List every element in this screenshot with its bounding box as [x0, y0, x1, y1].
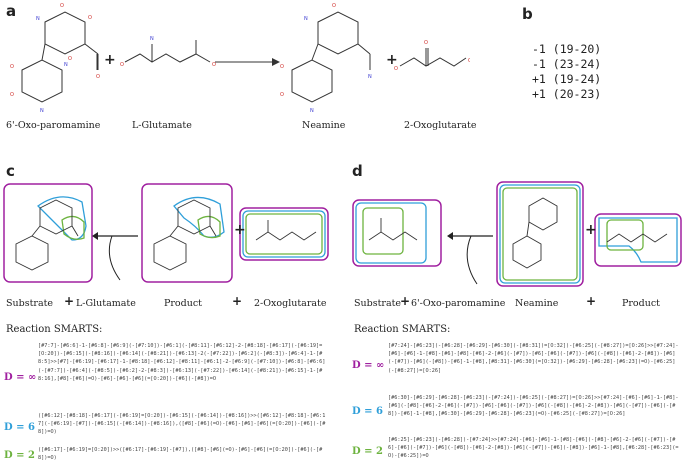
svg-text:N: N [64, 62, 68, 68]
coproduct-box-d [594, 213, 682, 267]
coproduct-box-c [239, 207, 329, 261]
smarts-d6-d: [#6:30]-[#6:29]-[#6:28]-[#6:23](-[#7:24]… [388, 395, 679, 418]
svg-text:N: N [36, 16, 40, 22]
svg-text:O: O [10, 92, 14, 98]
label-l-glutamate: L-Glutamate [132, 120, 192, 131]
bond-change-line: +1 (20-23) [532, 87, 602, 101]
plus-c1: + [234, 222, 246, 238]
label-6-oxo-paromamine: 6'-Oxo-paromamine [6, 120, 101, 131]
substrate-box-d [352, 199, 442, 267]
svg-text:N: N [40, 108, 44, 114]
d2-label-c: D = 2 [4, 450, 35, 461]
plus-c3: + [232, 294, 243, 308]
reaction-arrow-head [272, 58, 280, 66]
plus-a1: + [104, 52, 116, 68]
d-inf-label-c: D = ∞ [4, 372, 37, 383]
plus-a2: + [386, 52, 398, 68]
bond-change-line: +1 (19-24) [532, 72, 602, 86]
label-coproduct-c: 2-Oxoglutarate [254, 298, 327, 309]
svg-text:O: O [10, 64, 14, 70]
svg-text:O: O [88, 15, 92, 21]
panel-letter-a: a [6, 2, 17, 20]
svg-text:O: O [68, 56, 72, 62]
svg-text:N: N [150, 36, 154, 42]
label-substrate-c: Substrate [6, 298, 54, 309]
label-neamine: Neamine [302, 120, 346, 131]
smarts-d-inf-c: [#7:7]-[#6:6]-1-[#6:8]-[#6:9](-[#7:10])-… [38, 343, 326, 382]
sugar-ring-a1 [44, 11, 86, 55]
plus-d3: + [586, 294, 597, 308]
smarts-d2-d: [#6:25]-[#6:23](-[#6:28])-[#7:24]>>[#7:2… [388, 437, 679, 460]
panel-d-structures [352, 181, 682, 287]
svg-text:O: O [332, 3, 336, 9]
svg-text:O: O [96, 74, 100, 80]
svg-text:N: N [310, 108, 314, 114]
smarts-d2-c: ([#6:17]-[#6:19]=[O:20])>>([#6:17]-[#6:1… [38, 447, 323, 462]
plus-d2: + [400, 294, 411, 308]
d6-region-c [37, 196, 87, 241]
svg-text:O: O [212, 62, 216, 68]
smarts-title-d: Reaction SMARTS: [354, 324, 451, 335]
svg-text:N: N [304, 16, 308, 22]
svg-text:O: O [424, 40, 428, 46]
d2-region-c [61, 215, 85, 240]
cyclohexane-ring-a1 [21, 59, 63, 103]
product-box-c [141, 183, 233, 283]
glutamate-chain [124, 53, 211, 63]
svg-text:O: O [394, 66, 398, 72]
label-substrate-d: Substrate [354, 298, 402, 309]
panel-c-structures [3, 183, 329, 283]
svg-text:O: O [280, 92, 284, 98]
panel-letter-d: d [352, 162, 363, 180]
cosubstrate-arrow-d [466, 235, 478, 285]
bond-change-line: -1 (23-24) [532, 57, 602, 71]
label-product-d: Product [622, 298, 660, 309]
smarts-d6-c: ([#6:12]-[#8:18]-[#6:17](-[#6:19]=[O:20]… [38, 413, 326, 436]
svg-text:O: O [468, 58, 470, 64]
panel-letter-c: c [6, 162, 15, 180]
smarts-d-inf-d: [#7:24]-[#6:23](-[#6:28]-[#6:29]-[#6:30]… [388, 343, 679, 374]
d6-label-c: D = 6 [4, 422, 35, 433]
d2-region-product-c [197, 215, 221, 239]
bond-change-list: -1 (19-20) -1 (23-24) +1 (19-24) +1 (20-… [532, 42, 601, 102]
d2-label-d: D = 2 [352, 446, 383, 457]
panel-letter-b: b [522, 5, 533, 23]
svg-text:N: N [368, 74, 372, 80]
label-product-c: Product [164, 298, 202, 309]
cyclohexane-ring-a2 [291, 59, 333, 103]
svg-text:O: O [280, 64, 284, 70]
svg-text:O: O [120, 62, 124, 68]
d6-label-d: D = 6 [352, 406, 383, 417]
svg-text:O: O [60, 3, 64, 9]
plus-d1: + [585, 222, 597, 238]
sugar-ring-a2 [317, 11, 359, 55]
label-cosubstrate-c: L-Glutamate [76, 298, 136, 309]
smarts-title-c: Reaction SMARTS: [6, 324, 103, 335]
label-cosubstrate-d: 6'-Oxo-paromamine [411, 298, 506, 309]
substrate-box-c [3, 183, 93, 283]
bond-change-line: -1 (19-20) [532, 42, 602, 56]
product-box-d [496, 181, 584, 287]
cosubstrate-arrow-c [108, 235, 121, 281]
label-2-oxoglutarate: 2-Oxoglutarate [404, 120, 477, 131]
d-inf-label-d: D = ∞ [352, 360, 385, 371]
oxoglutarate-chain [399, 57, 467, 67]
label-neamine-d: Neamine [515, 298, 559, 309]
plus-c2: + [64, 294, 75, 308]
